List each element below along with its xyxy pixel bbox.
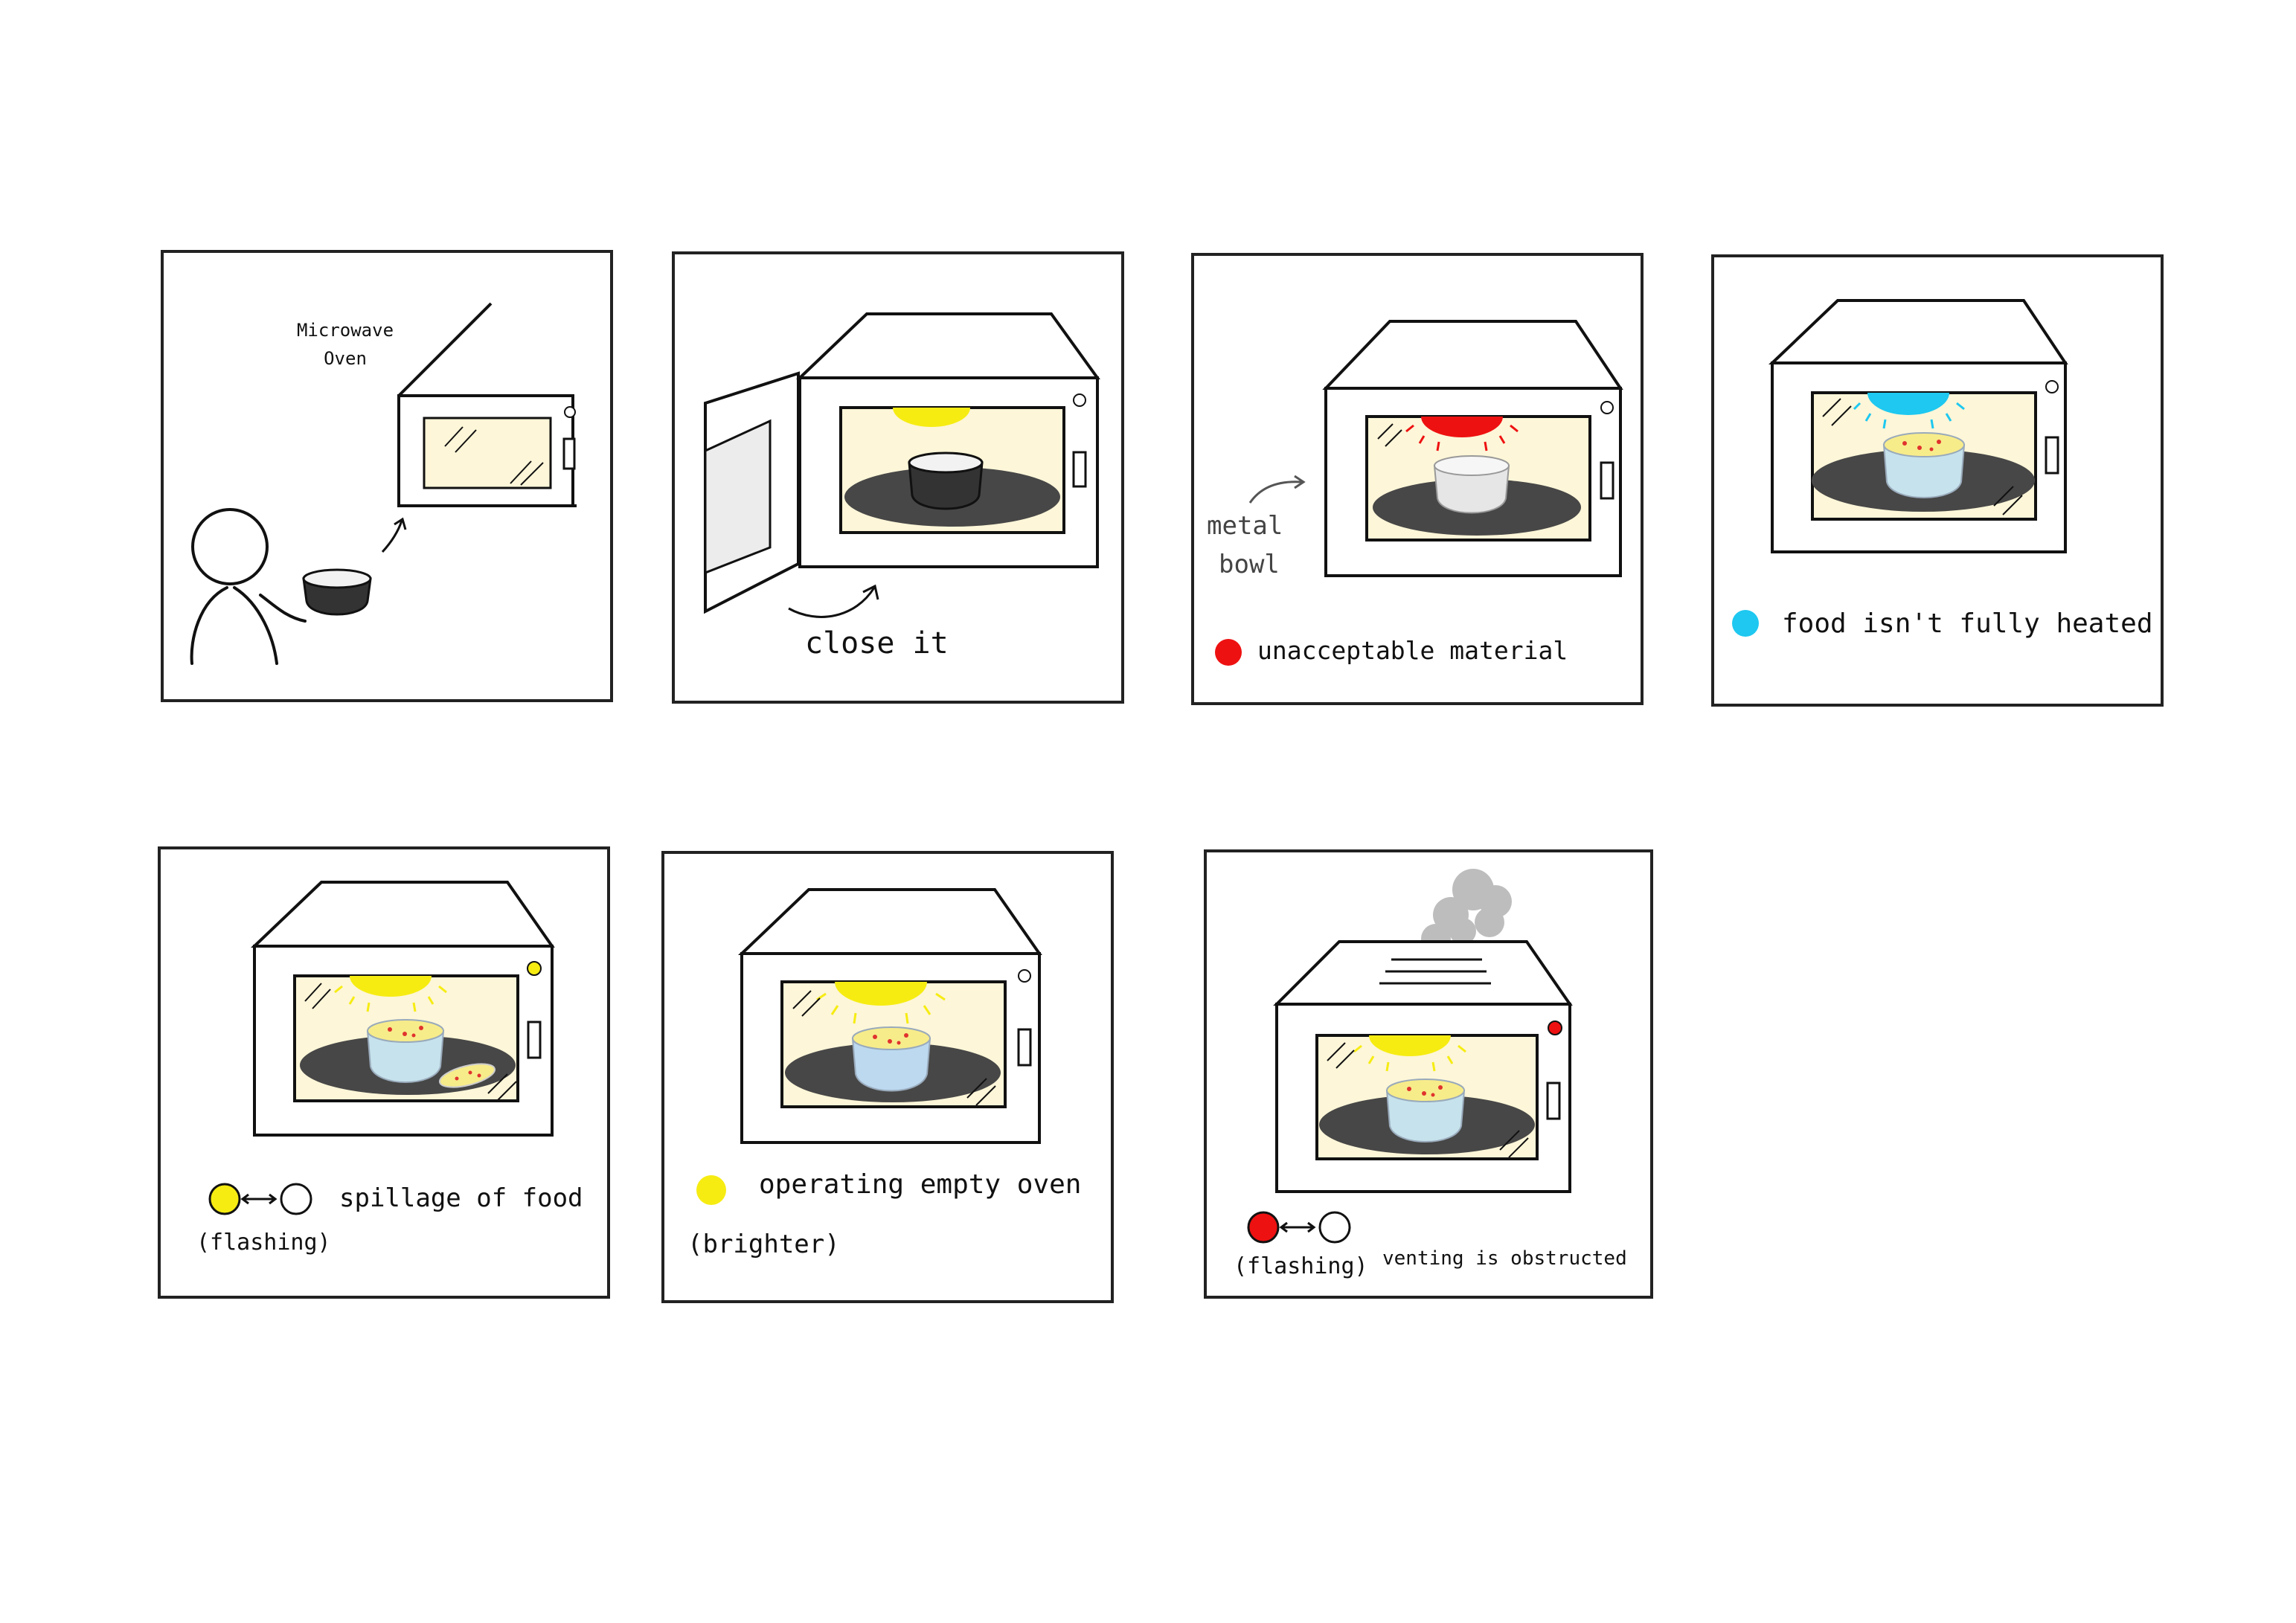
indicator-light-red [1215,639,1242,666]
metal-note-line2: bowl [1219,550,1280,579]
panel-unheated: food isn't fully heated [1732,299,2153,639]
panel-intro: Microwave Oven [190,302,577,665]
caption-empty: operating empty oven [759,1169,1081,1200]
caption-metal: unacceptable material [1257,636,1568,665]
panel-metal: metal bowl unacceptable material [1207,320,1623,666]
caption-venting: venting is obstructed [1382,1247,1627,1270]
sub-spillage: (flashing) [196,1230,331,1256]
light-dome-yellow [835,982,927,1006]
sub-venting: (flashing) [1234,1253,1368,1279]
microwave-oven [738,888,1042,1144]
flashing-indicator [208,1183,312,1215]
microwave-oven [251,881,555,1137]
microwave-oven [1273,940,1573,1193]
person-figure [190,508,307,665]
metal-arrow [1248,481,1303,504]
arrow-to-oven [381,520,403,553]
close-arrow [788,587,876,618]
indicator-light-yellow [696,1175,726,1205]
open-door [704,371,800,614]
light-dome-red [1421,417,1503,437]
vent-slots [1379,958,1491,985]
oven-label-line1: Microwave [297,320,394,341]
light-dome-yellow [350,976,432,997]
panel-venting: (flashing) venting is obstructed [1234,869,1627,1279]
caption-unheated: food isn't fully heated [1782,608,2153,639]
flashing-indicator [1247,1211,1351,1244]
panel-empty: operating empty oven (brighter) [687,888,1081,1259]
bowl-dark [302,568,372,616]
metal-note-line1: metal [1207,511,1283,541]
caption-spillage: spillage of food [339,1183,583,1213]
spilled-food [438,1063,496,1088]
oven-label-line2: Oven [324,348,367,369]
microwave-oven [796,312,1100,568]
microwave-oven-small [397,302,577,507]
sub-empty: (brighter) [687,1230,840,1259]
indicator-light-cyan [1732,610,1759,637]
microwave-oven [1322,320,1623,577]
light-dome-cyan [1867,393,1949,415]
panel-close: close it [704,312,1100,661]
caption-close: close it [805,626,949,661]
panel-spillage: spillage of food (flashing) [196,881,583,1256]
light-dome-yellow [1369,1035,1451,1056]
microwave-oven [1769,299,2068,553]
